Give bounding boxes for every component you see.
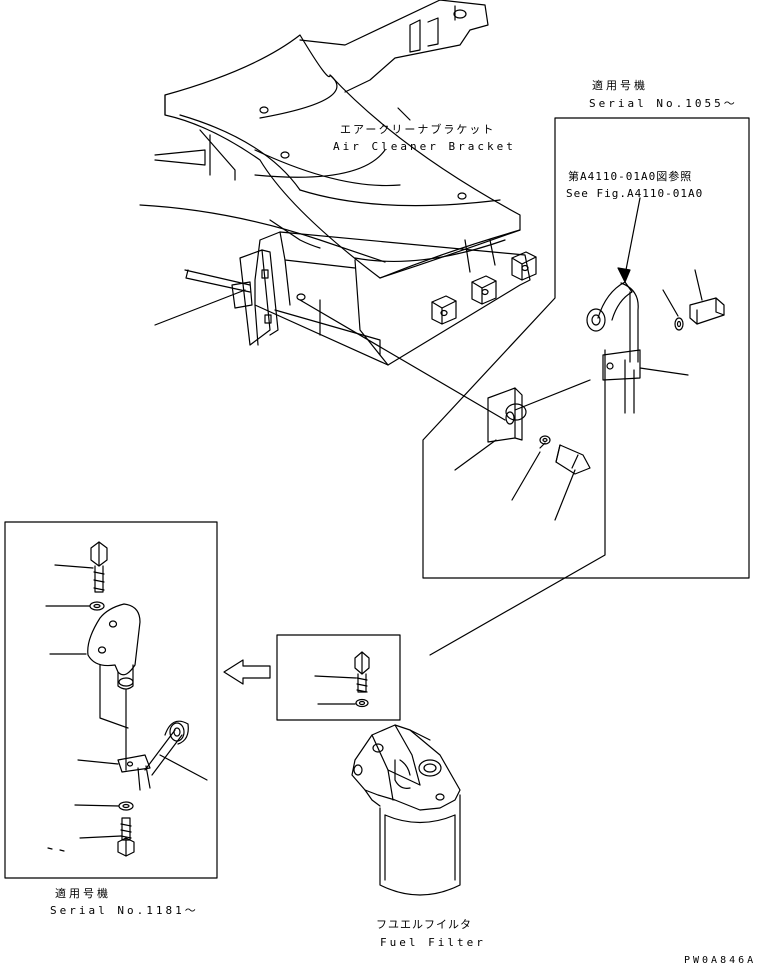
serial-1055-label-jp: 適用号機	[592, 79, 648, 92]
see-fig-label-jp: 第A4110-01A0図参照	[568, 170, 693, 183]
fuel-filter	[351, 724, 461, 896]
serial-1055-label-en: Serial No.1055～	[589, 97, 738, 110]
serial-1181-label-jp: 適用号機	[55, 887, 111, 900]
drawing-code: PW0A846A	[684, 955, 757, 966]
fuel-filter-label-jp: フユエルフイルタ	[376, 918, 472, 931]
air-cleaner-bracket-label-en: Air Cleaner Bracket	[333, 140, 516, 153]
fuel-filter-label-en: Fuel Filter	[380, 936, 486, 949]
see-fig-label-en: See Fig.A4110-01A0	[566, 187, 704, 200]
air-cleaner-bracket-assembly	[139, 0, 537, 366]
reference-arrow-icon	[223, 659, 271, 685]
serial-1055-detail	[299, 117, 750, 656]
bolt-detail-box	[276, 634, 401, 721]
serial-1181-detail	[4, 521, 218, 879]
air-cleaner-bracket-label-jp: エアークリーナブラケット	[340, 123, 496, 136]
serial-1181-label-en: Serial No.1181～	[50, 904, 199, 917]
